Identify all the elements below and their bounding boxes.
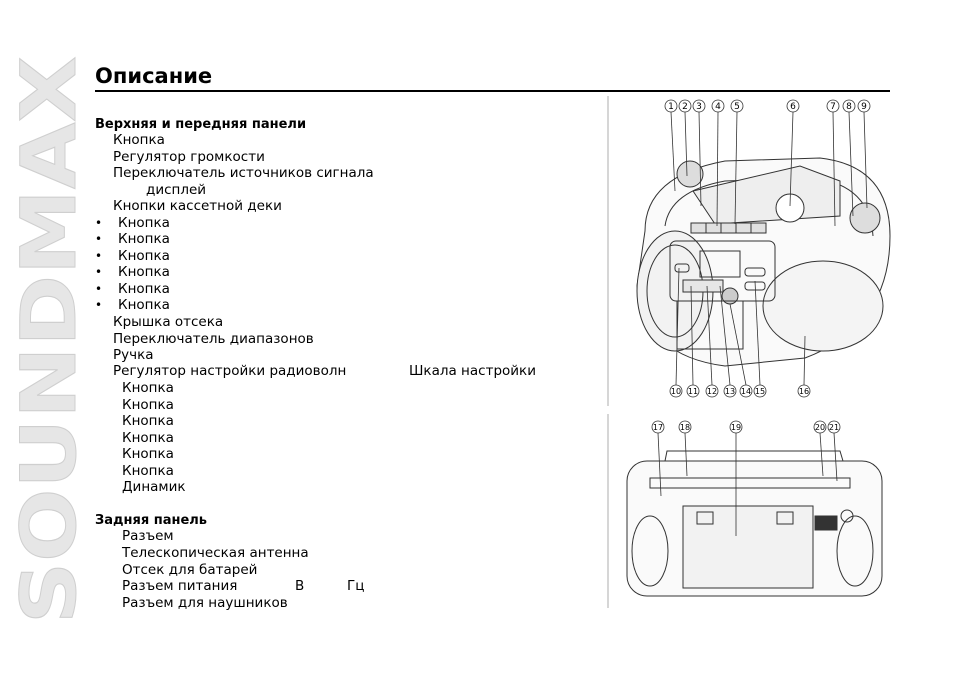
rear-panel-heading: Задняя панель: [95, 513, 208, 528]
list-item: Кнопка: [113, 132, 165, 148]
callout-7: 7: [830, 102, 836, 112]
list-item: Кнопка: [122, 413, 174, 429]
list-item: Кнопка: [118, 297, 170, 313]
bullet-icon: •: [95, 265, 103, 279]
callout-15: 15: [755, 387, 765, 396]
callout-5: 5: [734, 102, 740, 112]
callout-12: 12: [707, 387, 717, 396]
list-item: Регулятор настройки радиоволн: [113, 363, 347, 379]
bullet-icon: •: [95, 282, 103, 296]
soundmax-logo-text: SOUNDMAX: [4, 56, 88, 624]
list-item: Телескопическая антенна: [122, 545, 309, 561]
list-item: Отсек для батарей: [122, 562, 258, 578]
page-title: Описание: [95, 64, 213, 88]
boombox-front-view: [636, 157, 891, 367]
rear-callouts: [651, 420, 841, 536]
list-item: Разъем для наушников: [122, 595, 288, 611]
bullet-icon: •: [95, 249, 103, 263]
list-item: Регулятор громкости: [113, 149, 265, 165]
list-item: Кнопка: [122, 430, 174, 446]
list-item: Кнопка: [118, 215, 170, 231]
callout-20: 20: [815, 423, 825, 432]
callout-18: 18: [680, 423, 690, 432]
boombox-rear-view: [626, 450, 883, 597]
device-diagram: 1 2 3 4 5 6 7 8 9 10 11 12 13 14 15 16: [607, 96, 891, 608]
list-item: дисплей: [146, 182, 207, 198]
callout-10: 10: [671, 387, 681, 396]
bullet-icon: •: [95, 232, 103, 246]
callout-16: 16: [799, 387, 809, 396]
list-item: Разъем: [122, 528, 174, 544]
list-item: Переключатель диапазонов: [113, 331, 314, 347]
callout-3: 3: [696, 102, 702, 112]
list-item: Кнопка: [122, 397, 174, 413]
callout-8: 8: [846, 102, 852, 112]
callout-2: 2: [682, 102, 688, 112]
bottom-callouts: [669, 267, 811, 398]
front-panel-heading: Верхняя и передняя панели: [95, 117, 307, 132]
callout-1: 1: [668, 102, 674, 112]
list-item: Кнопка: [118, 281, 170, 297]
list-item-unit: Гц: [347, 578, 365, 594]
list-item: Динамик: [122, 479, 186, 495]
bullet-icon: •: [95, 216, 103, 230]
list-item: Ручка: [113, 347, 154, 363]
list-item: Кнопка: [118, 264, 170, 280]
list-item: Кнопка: [118, 248, 170, 264]
callout-14: 14: [741, 387, 751, 396]
callout-6: 6: [790, 102, 796, 112]
list-item: Кнопка: [122, 446, 174, 462]
list-item: Разъем питания: [122, 578, 238, 594]
list-item-unit: В: [295, 578, 305, 594]
list-item: Кнопка: [118, 231, 170, 247]
callout-21: 21: [829, 423, 839, 432]
list-item-extra: Шкала настройки: [409, 363, 536, 379]
title-rule: [95, 90, 890, 92]
callout-9: 9: [861, 102, 867, 112]
top-callouts: [664, 99, 871, 227]
callout-13: 13: [725, 387, 735, 396]
callout-11: 11: [688, 387, 698, 396]
soundmax-logo: SOUNDMAX: [4, 56, 89, 625]
callout-4: 4: [715, 102, 721, 112]
bullet-icon: •: [95, 298, 103, 312]
callout-19: 19: [731, 423, 741, 432]
list-item: Кнопка: [122, 463, 174, 479]
list-item: Кнопка: [122, 380, 174, 396]
list-item: Крышка отсека: [113, 314, 224, 330]
list-item: Переключатель источников сигнала: [113, 165, 374, 181]
list-item: Кнопки кассетной деки: [113, 198, 282, 214]
callout-17: 17: [653, 423, 663, 432]
